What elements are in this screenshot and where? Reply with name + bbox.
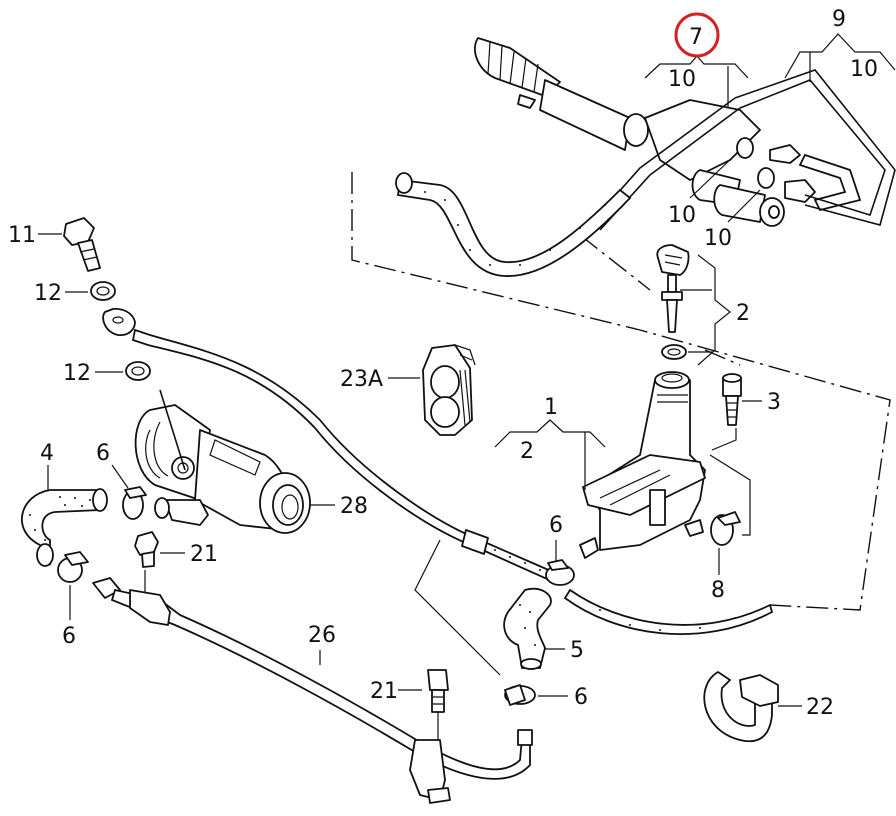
callout-12[interactable]: 12 [34,281,62,306]
reservoir-hose [563,588,774,635]
callout-8[interactable]: 8 [711,578,725,603]
callout-5[interactable]: 5 [570,638,584,663]
leader-lines [38,33,896,707]
callout-6[interactable]: 6 [96,441,110,466]
callout-3[interactable]: 3 [767,390,781,415]
callout-12[interactable]: 12 [63,361,91,386]
callout-9[interactable]: 9 [832,7,846,32]
callout-4[interactable]: 4 [40,441,54,466]
return-hose-top [395,172,632,277]
retaining-strap [703,671,779,743]
reservoir [579,371,706,559]
reservoir-cap-dipstick [656,244,690,360]
highlight-circle [674,12,720,58]
bracket-bolt [134,531,449,775]
callout-23a[interactable]: 23A [340,367,383,392]
callout-7[interactable]: 7 [689,25,703,50]
callout-11[interactable]: 11 [8,223,36,248]
socket-bolt [722,373,742,426]
callout-10[interactable]: 10 [704,226,732,251]
return-hose [21,488,108,567]
hose-clamp [710,511,741,546]
callout-28[interactable]: 28 [340,494,368,519]
callout-10[interactable]: 10 [668,203,696,228]
hose-elbow [503,587,552,670]
callout-1[interactable]: 1 [544,395,558,420]
callout-21[interactable]: 21 [370,679,398,704]
sealing-washer [90,281,151,381]
callout-10[interactable]: 10 [668,67,696,92]
callout-labels: 7 10 9 10 10 10 11 12 12 2 23A 3 1 2 4 6… [8,7,878,720]
power-steering-pump [134,389,311,534]
callout-6[interactable]: 6 [574,685,588,710]
callout-6[interactable]: 6 [549,513,563,538]
return-line [92,577,533,804]
callout-6[interactable]: 6 [62,624,76,649]
callout-2[interactable]: 2 [736,301,750,326]
banjo-bolt [63,217,101,272]
line-clip [422,344,476,436]
hose-clamp [57,486,575,706]
steering-rack [473,37,816,227]
callout-10[interactable]: 10 [850,57,878,82]
callout-21[interactable]: 21 [190,542,218,567]
callout-22[interactable]: 22 [806,695,834,720]
callout-26[interactable]: 26 [308,623,336,648]
callout-2[interactable]: 2 [520,439,534,464]
